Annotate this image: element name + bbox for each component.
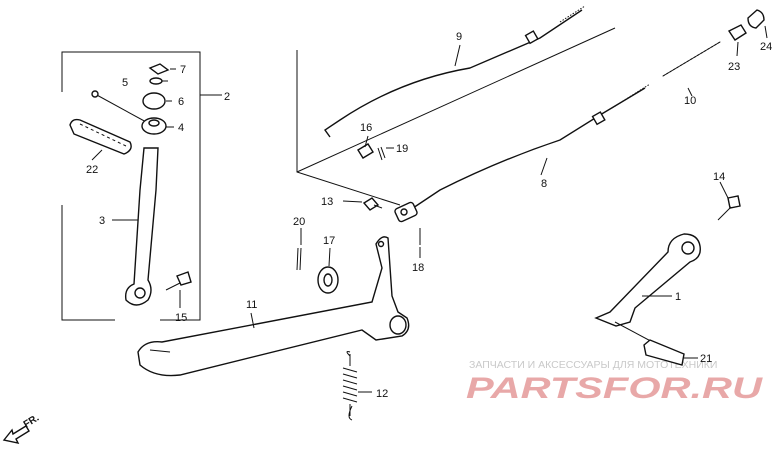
callout-22: 22 <box>86 164 98 176</box>
callout-19: 19 <box>396 143 408 155</box>
callout-20: 20 <box>293 216 305 228</box>
watermark: ЗАПЧАСТИ И АКСЕССУАРЫ ДЛЯ МОТОТЕХНИКИ PA… <box>466 359 764 405</box>
group-bracket-right <box>296 27 616 206</box>
part-pedal-arm-1 <box>594 233 701 347</box>
part-cotter-pin-19 <box>377 146 386 161</box>
part-footpeg-shaft <box>91 90 149 124</box>
callout-16: 16 <box>360 122 372 134</box>
callout-11: 11 <box>246 299 257 311</box>
leader-lines <box>91 25 768 393</box>
watermark-logo: PARTSFOR.RU <box>466 372 764 405</box>
callouts: 7 5 6 2 4 22 3 15 11 9 16 19 8 13 20 17 … <box>86 31 772 400</box>
callout-21: 21 <box>700 353 712 365</box>
part-brake-rod-upper <box>324 5 586 138</box>
part-return-spring-12 <box>342 351 358 421</box>
part-washer-17 <box>317 266 339 294</box>
callout-9: 9 <box>456 31 462 43</box>
direction-arrow-icon <box>2 425 30 444</box>
callout-24: 24 <box>760 41 772 53</box>
callout-2: 2 <box>224 91 230 103</box>
part-bolt-15 <box>165 271 192 291</box>
callout-14: 14 <box>713 171 725 183</box>
part-bolt-14 <box>717 195 741 221</box>
callout-1: 1 <box>675 291 681 303</box>
callout-23: 23 <box>728 61 740 73</box>
callout-13: 13 <box>321 196 333 208</box>
part-footpeg-rubber-22 <box>69 118 132 155</box>
part-bushing-6 <box>142 92 166 110</box>
callout-8: 8 <box>541 178 547 190</box>
part-cap-24 <box>747 9 765 29</box>
callout-18: 18 <box>412 262 424 274</box>
part-nut-23 <box>727 24 747 41</box>
part-rubber-21 <box>643 339 685 366</box>
callout-4: 4 <box>178 122 184 134</box>
front-direction-indicator: FR. <box>2 413 41 444</box>
part-collar-4 <box>141 117 167 135</box>
part-brake-rod-lower <box>394 83 651 223</box>
part-cotter-pin-20 <box>296 247 302 271</box>
callout-17: 17 <box>323 235 335 247</box>
callout-12: 12 <box>376 388 388 400</box>
part-washer-16 <box>357 143 374 159</box>
callout-15: 15 <box>175 312 187 324</box>
part-footpeg-arm-3 <box>124 147 159 306</box>
callout-5: 5 <box>122 77 128 89</box>
callout-6: 6 <box>178 96 184 108</box>
part-nut-7 <box>148 63 170 75</box>
part-spring-10 <box>662 41 721 77</box>
part-brake-pedal-11 <box>137 236 410 377</box>
part-washer-5 <box>149 77 163 85</box>
callout-3: 3 <box>99 215 105 227</box>
callout-7: 7 <box>180 64 186 76</box>
callout-10: 10 <box>684 95 696 107</box>
watermark-subtitle: ЗАПЧАСТИ И АКСЕССУАРЫ ДЛЯ МОТОТЕХНИКИ <box>469 359 717 371</box>
part-bolt-13 <box>362 197 383 211</box>
